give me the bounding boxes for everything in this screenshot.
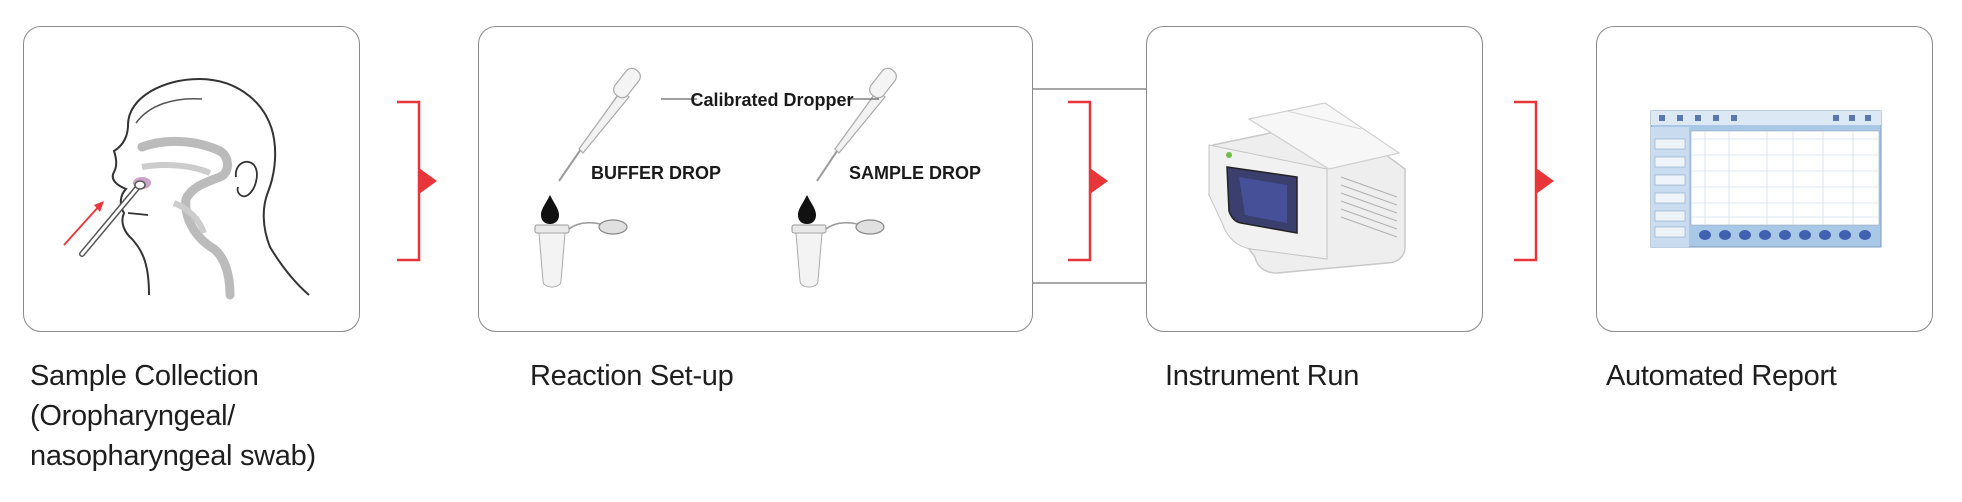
step-automated-report-panel (1596, 26, 1933, 332)
report-screen-icon (1650, 110, 1882, 248)
sample-drop-label: SAMPLE DROP (849, 163, 981, 183)
bracket-arrow-icon (1068, 100, 1108, 262)
pcr-instrument-icon (1208, 102, 1406, 274)
step-instrument-run-panel (1146, 26, 1483, 332)
step-caption-sample-collection: Sample Collection (Oropharyngeal/ nasoph… (30, 356, 360, 476)
drop-icon (541, 195, 559, 224)
tube-icon (791, 219, 885, 288)
connector-frame (1033, 88, 1146, 284)
bracket-arrow-icon (395, 100, 445, 262)
calibrated-dropper-label: Calibrated Dropper (690, 90, 853, 110)
step-sample-collection-panel (23, 26, 360, 332)
caption-line: nasopharyngeal swab) (30, 440, 316, 472)
step-reaction-setup-panel: Calibrated Dropper BUFFER DROP SAMPLE DR… (478, 26, 1033, 332)
step-caption-instrument-run: Instrument Run (1165, 356, 1359, 396)
bracket-arrow-icon (1512, 100, 1562, 262)
tube-icon (534, 219, 628, 288)
step-caption-automated-report: Automated Report (1606, 356, 1837, 396)
buffer-drop-label: BUFFER DROP (591, 163, 721, 183)
caption-line: (Oropharyngeal/ (30, 400, 236, 432)
caption-line: Automated Report (1606, 360, 1837, 392)
dropper-icon (816, 67, 897, 182)
caption-line: Instrument Run (1165, 360, 1360, 392)
caption-line: Sample Collection (30, 360, 259, 392)
drop-icon (798, 195, 816, 224)
step-caption-reaction-setup: Reaction Set-up (530, 356, 734, 396)
swab-icon (79, 180, 146, 257)
caption-line: Reaction Set-up (530, 360, 734, 392)
dropper-icon (558, 67, 641, 182)
head-profile-icon (63, 77, 310, 300)
